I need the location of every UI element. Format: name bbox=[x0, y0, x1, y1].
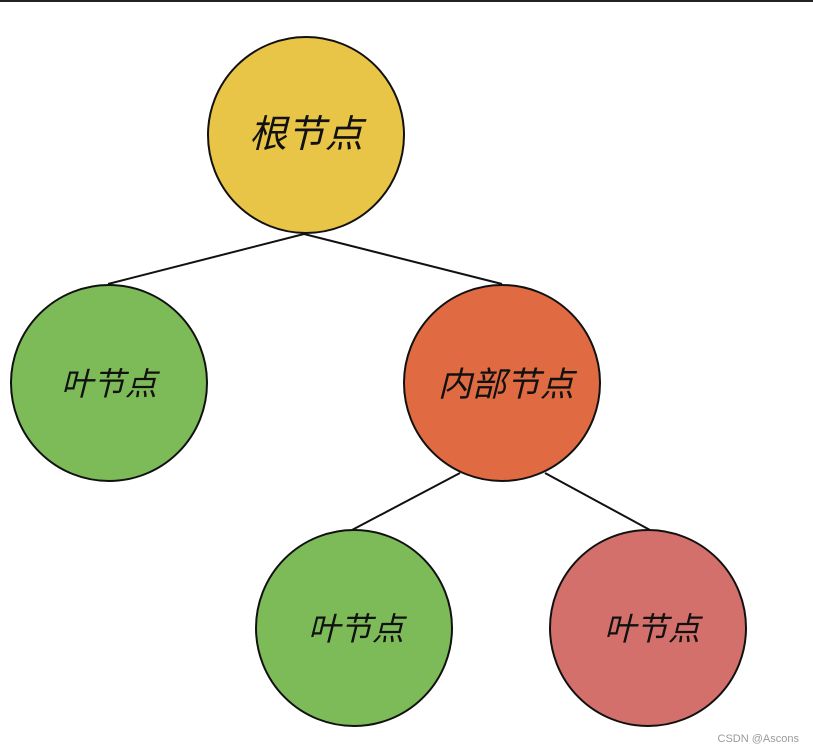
watermark-text: CSDN @Ascons bbox=[717, 733, 799, 745]
node-root-label: 根节点 bbox=[249, 112, 367, 156]
edge-internal-to-leaf-bottom-left bbox=[351, 472, 461, 531]
node-leaf-bottom-right-label: 叶节点 bbox=[604, 610, 703, 648]
node-internal: 内部节点 bbox=[403, 284, 601, 482]
node-leaf-left-label: 叶节点 bbox=[61, 365, 160, 403]
node-internal-label: 内部节点 bbox=[438, 365, 578, 405]
node-leaf-bottom-left: 叶节点 bbox=[255, 529, 453, 727]
edge-root-to-internal bbox=[303, 233, 503, 285]
node-leaf-bottom-right-circle bbox=[549, 529, 747, 727]
node-leaf-left: 叶节点 bbox=[10, 284, 208, 482]
node-leaf-bottom-left-label: 叶节点 bbox=[308, 610, 407, 648]
top-border-line bbox=[0, 0, 813, 2]
node-leaf-bottom-left-circle bbox=[255, 529, 453, 727]
edge-internal-to-leaf-bottom-right bbox=[544, 472, 651, 531]
node-root: 根节点 bbox=[207, 36, 405, 234]
node-leaf-bottom-right: 叶节点 bbox=[549, 529, 747, 727]
edge-root-to-leaf-left bbox=[107, 233, 305, 285]
node-internal-circle bbox=[403, 284, 601, 482]
node-leaf-left-circle bbox=[10, 284, 208, 482]
node-root-circle bbox=[207, 36, 405, 234]
